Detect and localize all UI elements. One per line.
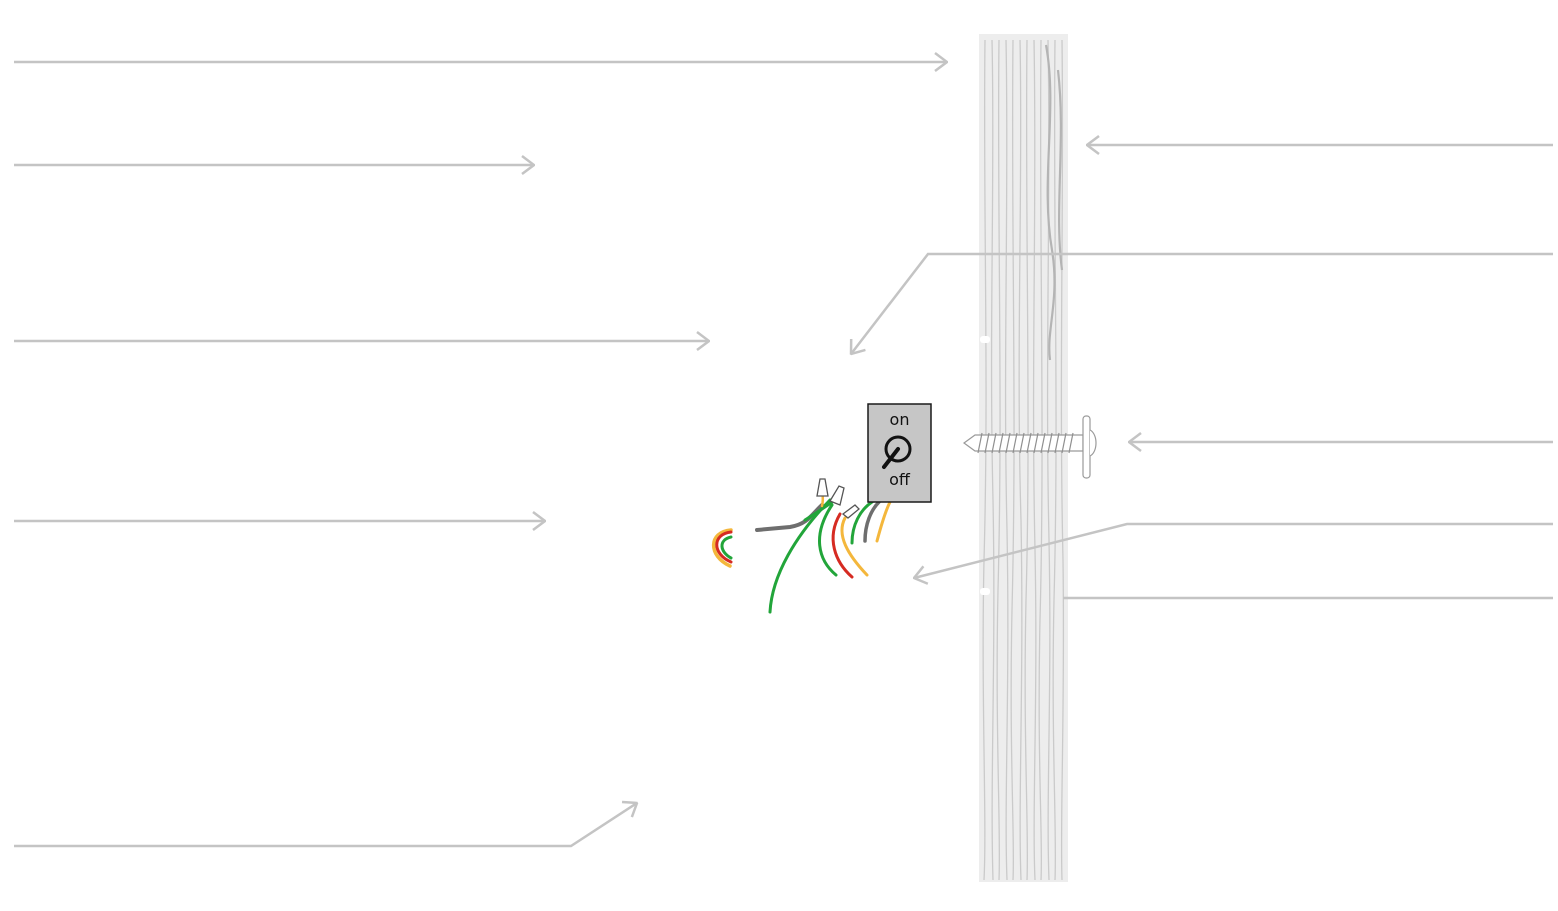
switch-toggle (882, 447, 900, 469)
screw (962, 415, 1097, 479)
wire-nut (829, 485, 845, 506)
switch-off-label: off (889, 470, 911, 489)
wire-loop-green (720, 535, 733, 560)
wires (712, 486, 892, 614)
light-switch: on off (867, 403, 932, 503)
wire-nut (816, 478, 829, 497)
callout-arrow (14, 803, 637, 848)
switch-on-label: on (890, 410, 910, 429)
callout-arrow (851, 252, 1553, 354)
wire-loop-yellow (712, 528, 733, 568)
callout-arrow (914, 522, 1553, 578)
switch-dial (884, 435, 912, 463)
callout-arrows (14, 62, 1553, 848)
wire-connectors (816, 478, 860, 519)
wood-grain (982, 39, 1065, 881)
wire-nut (841, 504, 860, 519)
wood-board (979, 34, 1068, 882)
wire-loop-red (715, 530, 733, 564)
